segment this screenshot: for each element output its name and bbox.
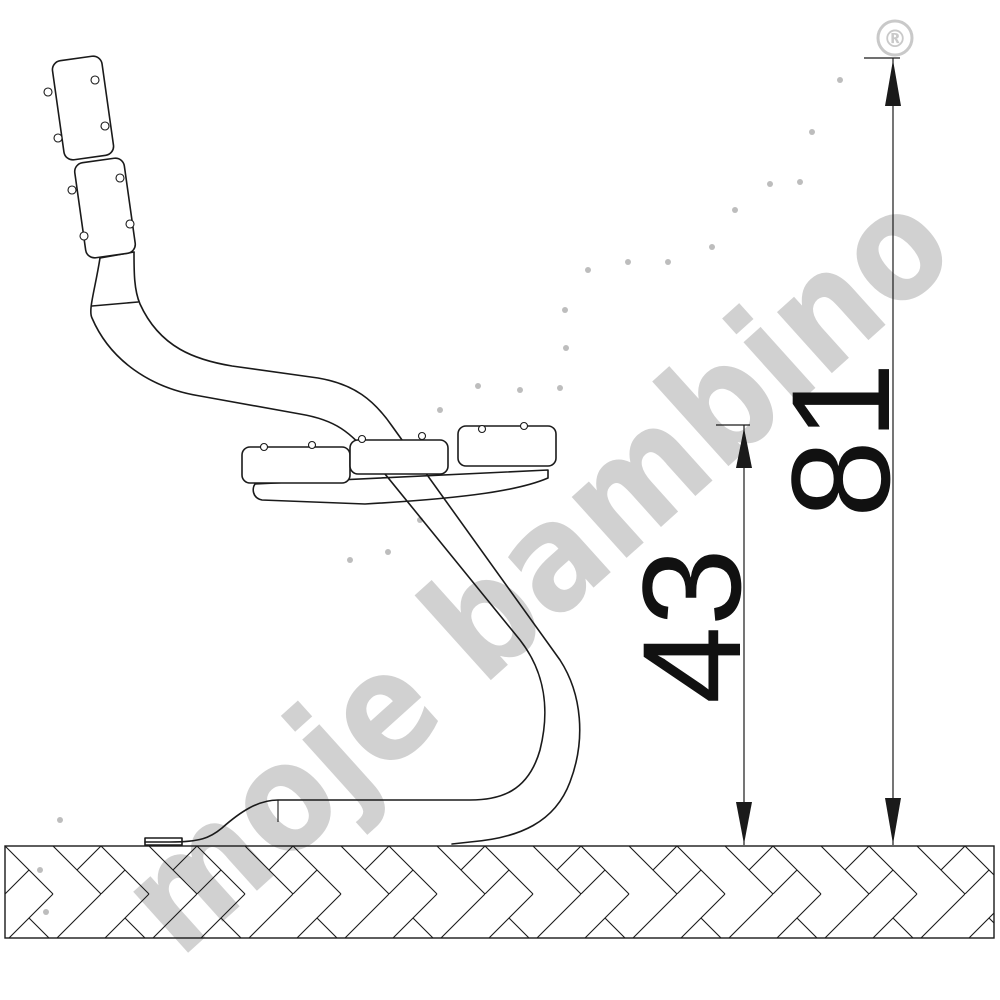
floor (4, 845, 995, 939)
dim-81-arrow-bottom (885, 798, 901, 844)
floor-outline (4, 845, 995, 939)
seat-bolts (259, 421, 529, 452)
dim-81-label: 81 (762, 362, 919, 518)
dim-43-arrow-bottom (736, 802, 752, 844)
seat-slat-2 (349, 439, 449, 475)
registered-mark: ® (876, 19, 914, 57)
seat-slat-3 (457, 425, 557, 467)
dim-43-arrow-top (736, 428, 752, 468)
backrest-slat-lower (73, 157, 137, 259)
dimension-seat-height: 43 (613, 424, 770, 845)
seat (241, 421, 557, 505)
backrest-slat-upper (51, 55, 115, 161)
seat-slat-1 (241, 446, 351, 484)
dim-43-label: 43 (613, 548, 770, 704)
frame-foot-plate (144, 837, 183, 846)
dim-81-arrow-top (885, 60, 901, 106)
frame-tube-inner (133, 251, 581, 845)
dimension-total-height: 81 (762, 57, 919, 845)
registered-symbol: ® (883, 25, 907, 53)
watermark-dots (37, 77, 843, 915)
seat-support-bar (252, 469, 549, 505)
frame-tube-outer (90, 257, 546, 843)
backrest (43, 55, 137, 259)
backrest-bolts (43, 75, 135, 241)
